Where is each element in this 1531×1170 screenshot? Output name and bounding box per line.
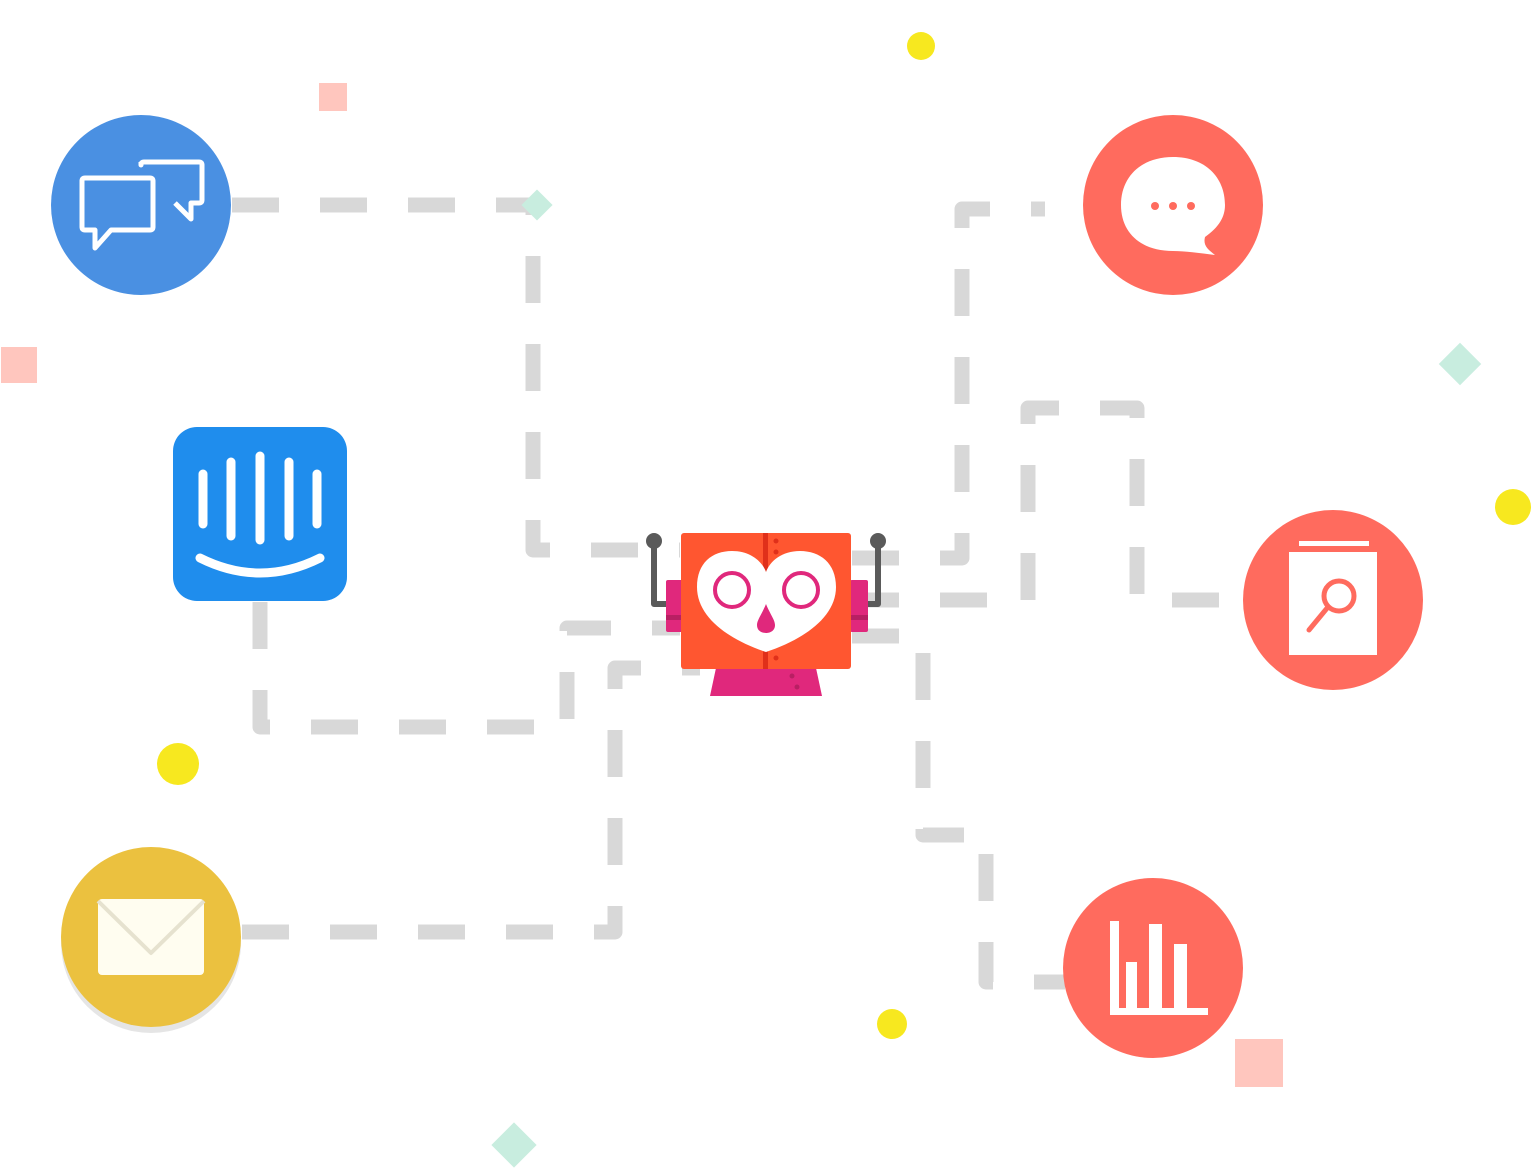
- decorations: [1, 32, 1531, 1168]
- chat-bubbles-icon: [79, 159, 205, 251]
- decor-dot: [157, 743, 199, 785]
- bot-neck: [710, 668, 822, 696]
- connectors: [232, 197, 1245, 990]
- integration-knowledge-base[interactable]: [1243, 510, 1423, 690]
- document-search-icon: [1289, 541, 1377, 655]
- speech-bubble-icon: [1121, 157, 1225, 255]
- connector-messenger: [852, 201, 1045, 566]
- heart-face-icon: [697, 551, 836, 652]
- intercom-logo-icon: [195, 451, 325, 578]
- decor-dot: [877, 1009, 907, 1039]
- decor-square: [1, 347, 37, 383]
- integration-intercom[interactable]: [173, 427, 347, 601]
- bot-hub[interactable]: [646, 533, 886, 696]
- connector-knowledge-base: [852, 400, 1245, 608]
- decor-diamond: [491, 1122, 537, 1168]
- bar-chart-icon: [1110, 921, 1208, 1015]
- integration-chat[interactable]: [51, 115, 231, 295]
- connector-analytics: [852, 628, 1065, 990]
- bot-antenna-right: [866, 533, 886, 607]
- bot-ear-right: [850, 580, 868, 632]
- envelope-icon: [96, 899, 206, 975]
- connector-email: [242, 660, 700, 940]
- integration-analytics[interactable]: [1063, 878, 1243, 1058]
- decor-dot: [1495, 489, 1531, 525]
- integration-messenger[interactable]: [1083, 115, 1263, 295]
- decor-square: [1235, 1039, 1283, 1087]
- connector-chat: [232, 197, 680, 558]
- decor-diamond: [1438, 342, 1482, 386]
- decor-dot: [907, 32, 935, 60]
- connector-intercom: [252, 602, 680, 735]
- decor-square: [319, 83, 347, 111]
- integration-email[interactable]: [61, 847, 241, 1033]
- bot-antenna-left: [646, 533, 666, 607]
- decor-diamond: [521, 189, 553, 221]
- chat-badge: [51, 115, 231, 295]
